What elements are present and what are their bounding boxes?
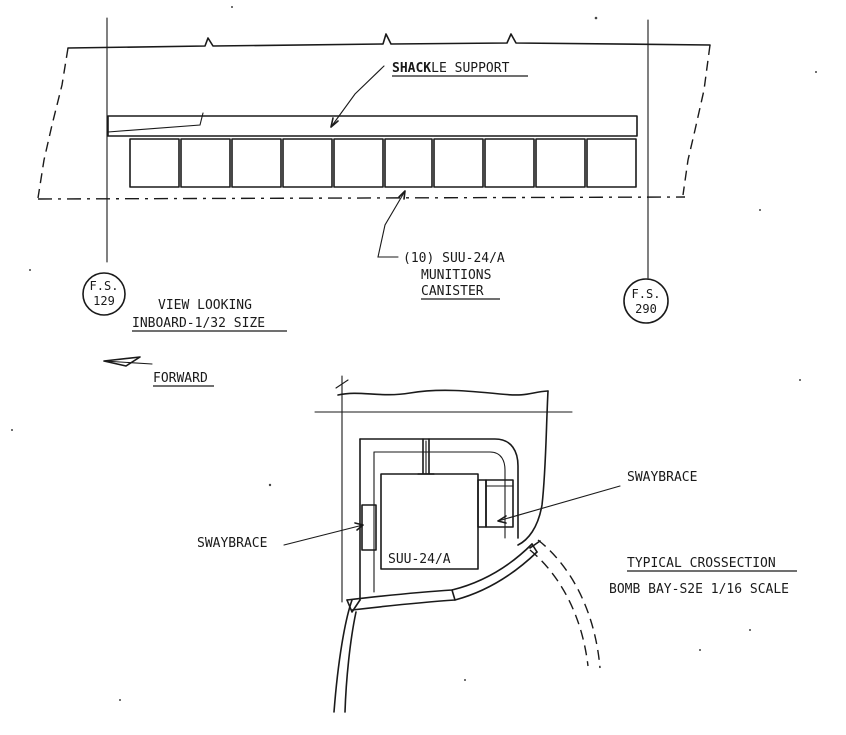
shackle-support-label-bold: SHACK bbox=[392, 61, 431, 76]
swaybrace-left-label: SWAYBRACE bbox=[197, 536, 267, 551]
canister-5 bbox=[333, 138, 384, 188]
canister-1 bbox=[129, 138, 180, 188]
swaybrace-right-callout: SWAYBRACE bbox=[497, 470, 697, 524]
canister-label-line3: CANISTER bbox=[421, 284, 484, 299]
forward-indicator: FORWARD bbox=[103, 356, 214, 387]
forward-label: FORWARD bbox=[153, 371, 208, 386]
swaybrace-left-callout: SWAYBRACE bbox=[197, 522, 364, 551]
canister-4 bbox=[282, 138, 333, 188]
canister-10 bbox=[586, 138, 637, 188]
canister-3 bbox=[231, 138, 282, 188]
svg-text:SHACKLE SUPPORT: SHACKLE SUPPORT bbox=[392, 61, 510, 76]
crossection-note: TYPICAL CROSSECTION BOMB BAY-S2E 1/16 SC… bbox=[609, 556, 797, 597]
forward-arrow-icon bbox=[103, 356, 141, 367]
crossection-note-line2: BOMB BAY-S2E 1/16 SCALE bbox=[609, 582, 789, 597]
shackle-support-callout: SHACKLE SUPPORT bbox=[330, 61, 528, 128]
station-right-line2: 290 bbox=[635, 302, 657, 316]
station-left-line2: 129 bbox=[93, 294, 115, 308]
shackle-support-label-rest: LE SUPPORT bbox=[431, 61, 509, 76]
canister-row bbox=[129, 138, 637, 188]
station-marker-left: F.S. 129 bbox=[82, 272, 126, 316]
fuselage-side-view bbox=[37, 33, 711, 200]
canister-7 bbox=[433, 138, 484, 188]
station-left-line1: F.S. bbox=[90, 279, 119, 293]
shackle-support-rail bbox=[107, 112, 638, 137]
swaybrace-right-label: SWAYBRACE bbox=[627, 470, 697, 485]
view-note-line2: INBOARD-1/32 SIZE bbox=[132, 316, 265, 331]
view-note-line1: VIEW LOOKING bbox=[158, 298, 252, 313]
canister-section-label-group: SUU-24/A bbox=[388, 552, 451, 567]
view-note: VIEW LOOKING INBOARD-1/32 SIZE bbox=[132, 298, 287, 332]
canister-label-line2: MUNITIONS bbox=[421, 268, 491, 283]
crossection-note-line1: TYPICAL CROSSECTION bbox=[627, 556, 776, 571]
canister-6 bbox=[384, 138, 433, 188]
canister-callout: (10) SUU-24/A MUNITIONS CANISTER bbox=[377, 190, 505, 300]
station-lines bbox=[106, 17, 649, 279]
station-marker-right: F.S. 290 bbox=[623, 278, 669, 324]
canister-8 bbox=[484, 138, 535, 188]
canister-2 bbox=[180, 138, 231, 188]
canister-9 bbox=[535, 138, 586, 188]
canister-section-label: SUU-24/A bbox=[388, 552, 451, 567]
station-right-line1: F.S. bbox=[632, 287, 661, 301]
canister-label-line1: (10) SUU-24/A bbox=[403, 251, 505, 266]
cross-section-view bbox=[314, 375, 601, 713]
paper-specks bbox=[11, 6, 817, 701]
